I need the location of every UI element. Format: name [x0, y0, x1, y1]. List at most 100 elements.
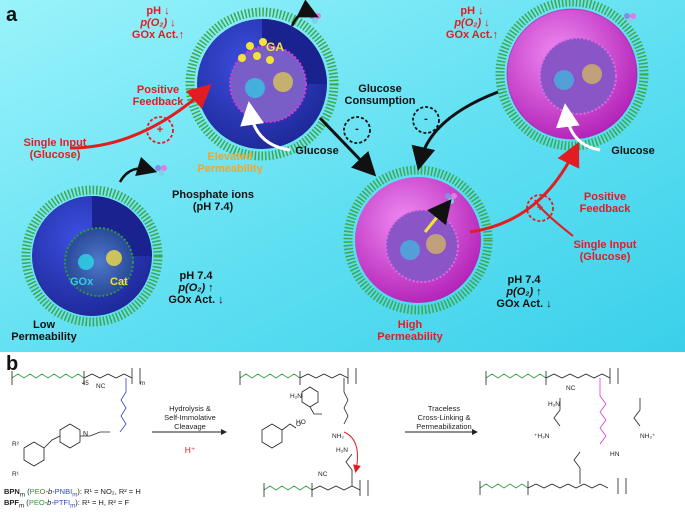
high-line1: High — [397, 319, 423, 331]
h2n-label-bottom: H₂N — [336, 447, 348, 454]
phosphate-label: Phosphate ions (pH 7.4) — [168, 189, 258, 213]
top-right-conditions: pH ↓ p(O₂) ↓ GOx Act.↑ — [432, 5, 512, 41]
ga-molecules — [238, 38, 274, 64]
arrow-yellow-release — [423, 198, 452, 233]
arrow-phosphate-top — [290, 0, 319, 27]
arrow-red-feedback-right — [469, 141, 580, 234]
step1-line3: Cleavage — [174, 422, 206, 431]
proton-label: H⁺ — [184, 445, 196, 455]
nc-left: NC — [96, 383, 106, 390]
bpf-subst: ): R¹ = H, R² = F — [75, 498, 130, 507]
single-input-line1: Single Input — [23, 137, 87, 149]
sphere-low-permeability — [21, 185, 163, 327]
plus-sign-right: + — [536, 202, 544, 214]
n45-left: 45 — [82, 381, 89, 387]
minus-sign-left: - — [355, 123, 359, 135]
step2-label: Traceless Cross-Linking & Permeabilizati… — [404, 404, 484, 431]
h3n-label: ⁺H₃N — [534, 433, 550, 440]
single-input-right: Single Input (Glucose) — [560, 239, 650, 263]
bottom-left-conditions: pH 7.4 p(O₂) ↑ GOx Act. ↓ — [156, 270, 236, 306]
single-input-line2: (Glucose) — [29, 149, 81, 161]
condition-ph: pH ↓ — [146, 5, 170, 17]
inhibition-circle-right — [412, 106, 440, 134]
elevated-permeability-label: Elevated Permeability — [190, 151, 270, 175]
bpf-b: -b- — [44, 498, 54, 507]
nh3-label: NH₃⁺ — [640, 433, 656, 440]
step2-line1: Traceless — [427, 404, 461, 413]
n-imine: N — [83, 431, 89, 438]
glucose-consumption-label: Glucose Consumption — [340, 83, 420, 107]
arrow-phosphate-left — [118, 156, 158, 183]
gox-label: GOx — [70, 276, 94, 288]
high-line2: Permeability — [377, 331, 443, 343]
single-input-left: Single Input (Glucose) — [10, 137, 100, 161]
arrow-glucose-in-right — [555, 103, 601, 152]
o-aldehyde: O — [296, 421, 302, 428]
positive-feedback-line2: Feedback — [579, 203, 631, 215]
step2-line2: Cross-Linking & — [417, 413, 471, 422]
single-input-line2: (Glucose) — [579, 251, 631, 263]
bpn-peo: PEO — [29, 487, 46, 496]
phosphate-line1: Phosphate ions — [172, 189, 254, 201]
nh2-label-mid: NH₂ — [332, 433, 344, 440]
bpn-block: PNBI — [54, 487, 73, 496]
bpf-block-sub: m — [70, 502, 76, 510]
minus-sign-right: - — [424, 113, 428, 125]
bpn-b: -b- — [45, 487, 55, 496]
arrow-glucose-consumption-down — [318, 116, 377, 177]
positive-feedback-left: Positive Feedback — [118, 84, 198, 108]
phosphate-line2: (pH 7.4) — [192, 201, 234, 213]
nc-right: NC — [566, 385, 576, 392]
phosphate-icon-right — [624, 13, 636, 24]
positive-feedback-line2: Feedback — [132, 96, 184, 108]
condition-ph: pH 7.4 — [179, 270, 213, 282]
condition-ph: pH 7.4 — [507, 274, 541, 286]
glucose-label-right: Glucose — [611, 145, 655, 157]
feedback-circle-right — [526, 194, 554, 222]
arrow-red-feedback-left — [69, 84, 212, 150]
h2n-right: H₂N — [548, 401, 560, 408]
panel-b-letter: b — [6, 353, 19, 375]
step1-line2: Self-Immolative — [164, 413, 216, 422]
condition-gox: GOx Act.↑ — [131, 29, 185, 41]
m-left: m — [140, 381, 145, 387]
nc-middle: NC — [318, 471, 328, 478]
caption-bpf: BPFm (PEO-b-PTFIm): R¹ = H, R² = F — [4, 498, 129, 512]
bpn-paren: ( — [25, 487, 30, 496]
top-left-conditions: pH ↓ p(O₂) ↓ GOx Act.↑ — [118, 5, 198, 41]
bpn-block-sub: m — [72, 491, 78, 499]
bpf-sub: m — [19, 502, 25, 510]
step1-label: Hydrolysis & Self-Immolative Cleavage — [152, 404, 228, 431]
h2n-label-top: H₂N — [290, 393, 302, 400]
bpn-sub: m — [19, 491, 26, 499]
condition-po2: p(O₂) ↑ — [178, 282, 214, 294]
arrow-glucose-in-left — [240, 101, 291, 152]
ho-label: HO — [296, 419, 306, 426]
bpn-subst: ): R¹ = NO₂, R² = H — [77, 487, 141, 496]
r1-left: R¹ — [12, 471, 19, 478]
condition-ph: pH ↓ — [460, 5, 484, 17]
consumption-line1: Glucose — [358, 83, 402, 95]
panel-b-structures — [11, 368, 641, 497]
cat-label: Cat — [110, 276, 128, 288]
condition-gox: GOx Act. ↓ — [496, 298, 552, 310]
arrow-red-input-right — [534, 199, 574, 237]
low-permeability-label: Low Permeability — [8, 319, 80, 343]
bpf-name: BPF — [4, 498, 19, 507]
single-input-line1: Single Input — [573, 239, 637, 251]
plus-sign-left: + — [156, 124, 164, 136]
bpf-peo: PEO — [28, 498, 45, 507]
high-permeability-label: High Permeability — [370, 319, 450, 343]
panel-a-letter: a — [6, 4, 18, 26]
condition-gox: GOx Act.↑ — [445, 29, 499, 41]
positive-feedback-line1: Positive — [583, 191, 627, 203]
inhibition-circle-left — [343, 116, 371, 144]
consumption-line2: Consumption — [344, 95, 416, 107]
condition-po2: p(O₂) ↓ — [140, 17, 176, 29]
condition-po2: p(O₂) ↓ — [454, 17, 490, 29]
r2-left: R² — [12, 441, 19, 448]
glucose-label-left: Glucose — [295, 145, 339, 157]
bottom-right-conditions: pH 7.4 p(O₂) ↑ GOx Act. ↓ — [484, 274, 564, 310]
positive-feedback-right: Positive Feedback — [565, 191, 645, 215]
